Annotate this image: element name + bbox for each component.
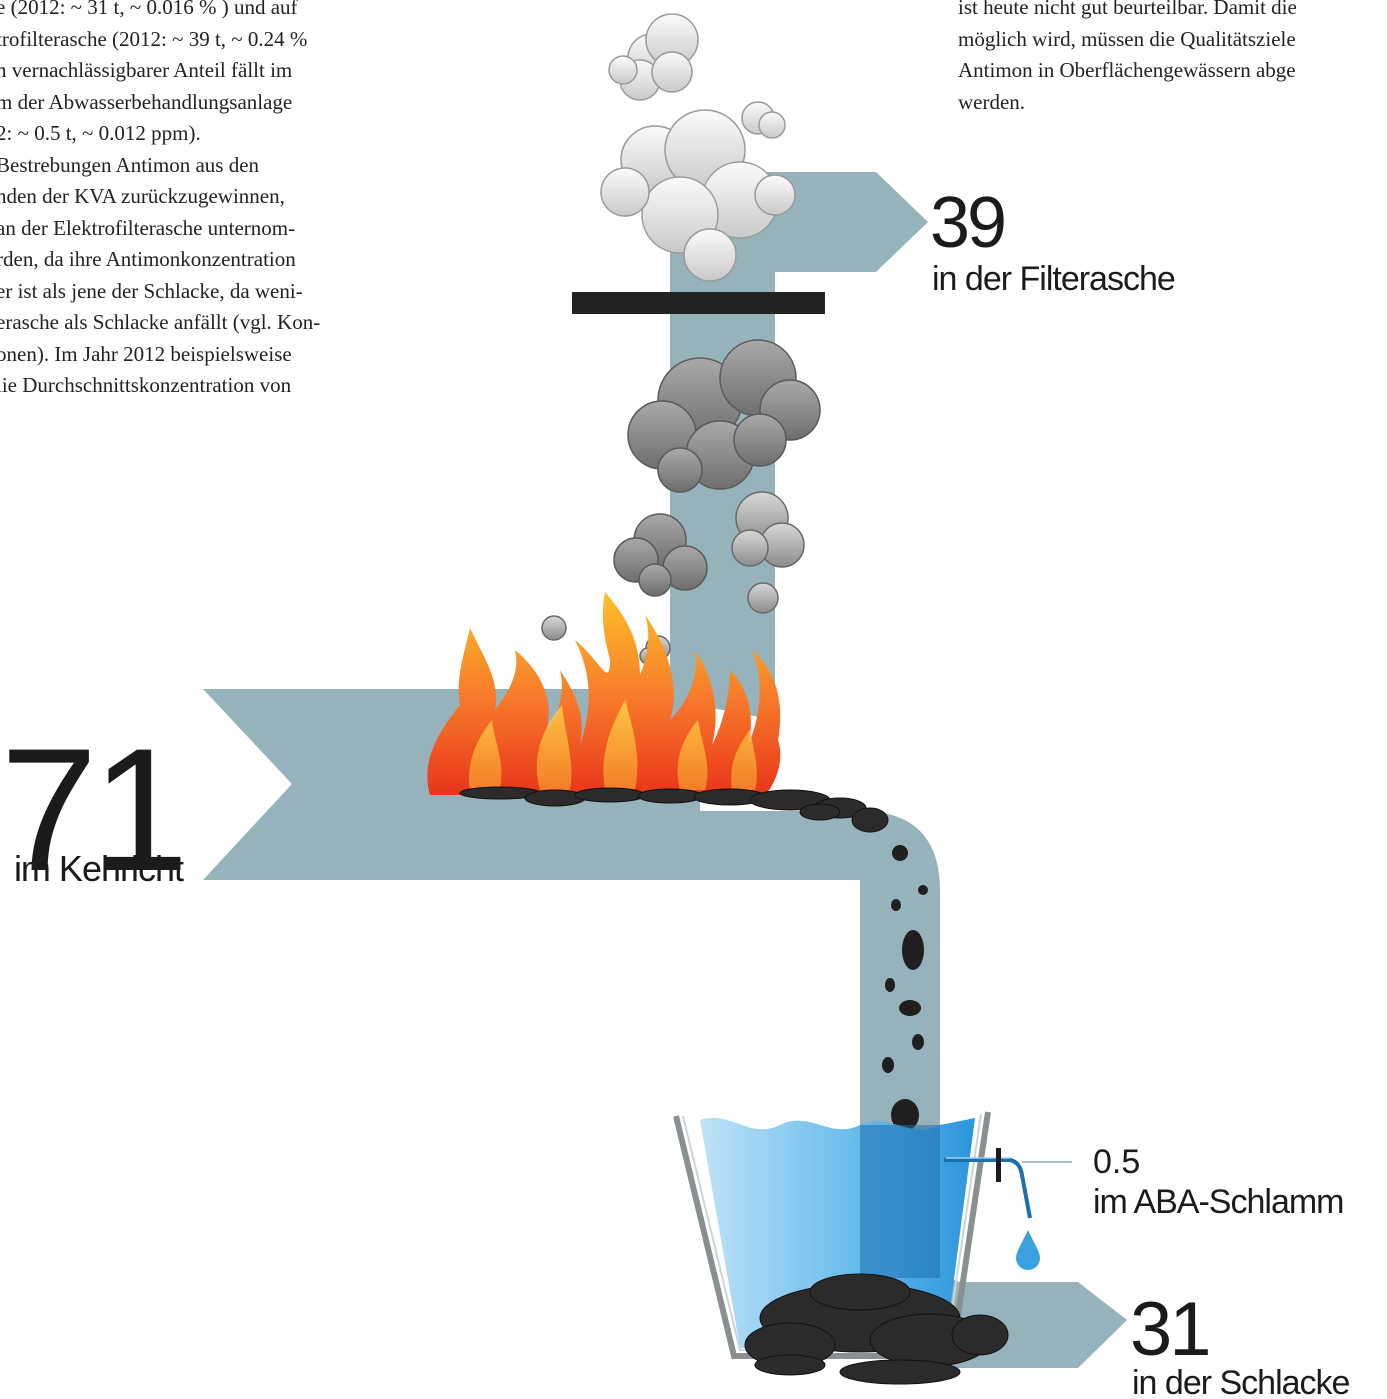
body-text-right-line: werden. bbox=[958, 89, 1026, 114]
tap-icon bbox=[944, 1148, 1032, 1219]
cloud-light-top bbox=[608, 13, 699, 101]
cloud-mid-right bbox=[731, 491, 805, 568]
slag-layer bbox=[459, 786, 889, 833]
body-text-left-line: e (2012: ~ 31 t, ~ 0.016 % ) und auf bbox=[0, 0, 298, 19]
body-text-left-line: an der Elektrofilterasche unternom- bbox=[0, 215, 296, 240]
filter-ash-label: in der Filterasche bbox=[932, 260, 1175, 298]
body-text-left-line: n vernachlässigbarer Anteil fällt im bbox=[0, 58, 293, 82]
input-label: im Kehricht bbox=[14, 848, 184, 889]
water-drop-icon bbox=[1016, 1230, 1040, 1270]
body-text-left-line: erasche als Schlacke anfällt (vgl. Kon- bbox=[0, 310, 321, 334]
body-text-right-column: ist heute nicht gut beurteilbar. Damit d… bbox=[958, 0, 1297, 118]
fire-icon bbox=[427, 592, 781, 795]
slag-pile bbox=[744, 1273, 1009, 1385]
body-text-left-line: 2: ~ 0.5 t, ~ 0.012 ppm). bbox=[0, 121, 201, 145]
body-text-left-line: lie Durchschnittskonzentration von bbox=[0, 373, 292, 397]
cloud-dark-large bbox=[627, 339, 821, 493]
electrostatic-filter-bar bbox=[572, 292, 825, 314]
slag-value: 31 bbox=[1130, 1287, 1209, 1372]
body-text-left-line: trofilterasche (2012: ~ 39 t, ~ 0.24 % bbox=[0, 26, 308, 51]
body-text-left-line: onen). Im Jahr 2012 beispielsweise bbox=[0, 341, 292, 366]
input-value: 71 bbox=[0, 713, 183, 908]
body-text-left-line: rden, da ihre Antimonkonzentration bbox=[0, 247, 296, 271]
body-text-right-line: möglich wird, müssen die Qualitätsziele bbox=[958, 26, 1296, 51]
body-text-left-line: Bestrebungen Antimon aus den bbox=[0, 152, 260, 177]
body-text-left-line: m der Abwasserbehandlungsanlage bbox=[0, 89, 293, 114]
body-text-left-line: er ist als jene der Schlacke, da weni- bbox=[0, 278, 303, 303]
filter-ash-value: 39 bbox=[930, 183, 1004, 263]
slag-label: in der Schlacke bbox=[1132, 1364, 1350, 1399]
sludge-value: 0.5 bbox=[1093, 1143, 1140, 1181]
input-flow-arrow bbox=[203, 689, 940, 1085]
body-text-left-line: nden der KVA zurückzugewinnen, bbox=[0, 184, 285, 208]
body-text-right-line: Antimon in Oberflächengewässern abge bbox=[958, 58, 1296, 82]
cloud-light-large bbox=[600, 109, 796, 282]
smoke-clouds bbox=[541, 13, 821, 665]
cloud-dark-left bbox=[613, 513, 708, 597]
cloud-light-small bbox=[741, 101, 786, 139]
sludge-label: im ABA-Schlamm bbox=[1093, 1183, 1344, 1221]
body-text-right-line: ist heute nicht gut beurteilbar. Damit d… bbox=[958, 0, 1297, 19]
body-text-left-column: e (2012: ~ 31 t, ~ 0.016 % ) und auf trof… bbox=[0, 0, 320, 402]
